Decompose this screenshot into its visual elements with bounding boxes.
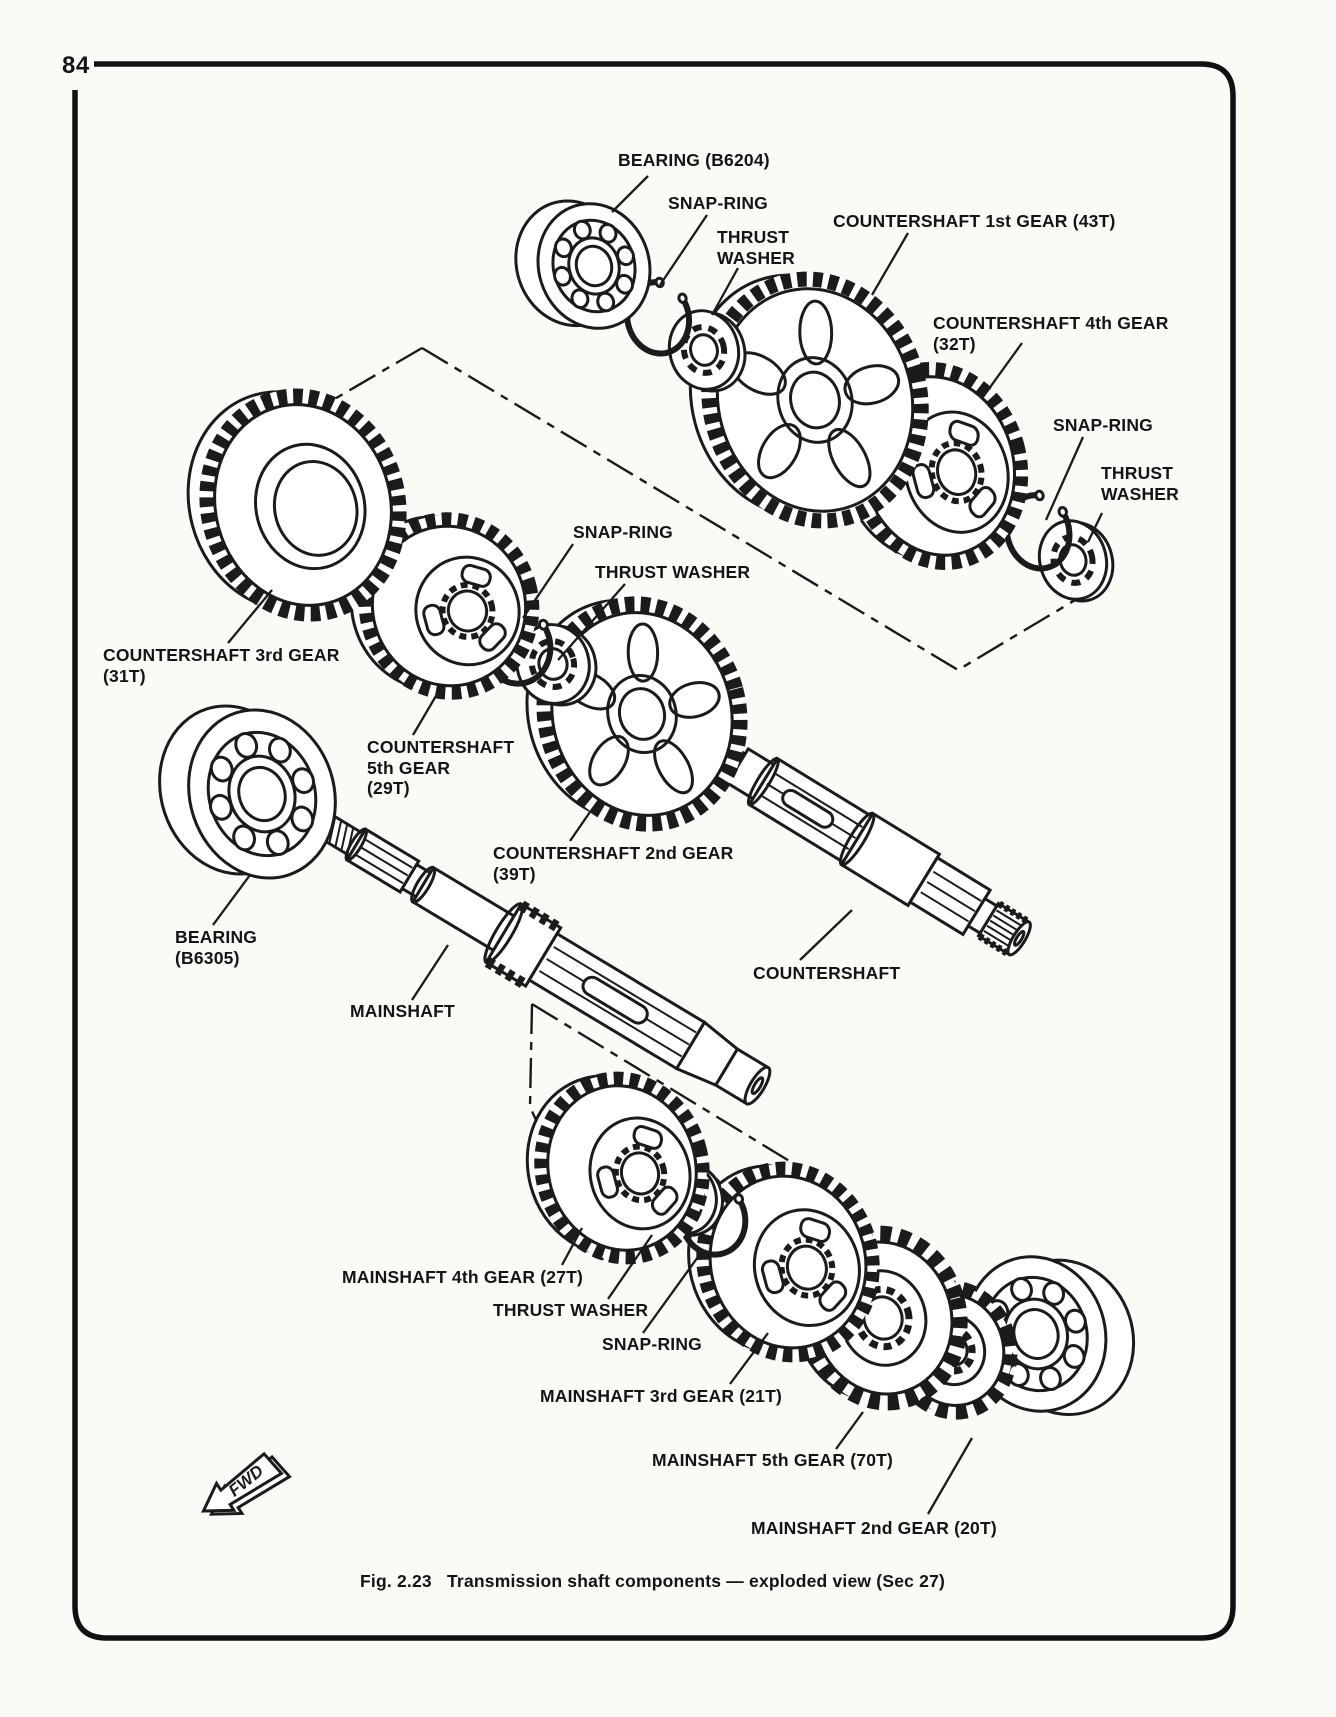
label-line: SNAP-RING — [668, 193, 768, 213]
label-line: THRUST WASHER — [493, 1300, 649, 1320]
leader-mainshaft-4th-gear — [560, 1227, 584, 1266]
label-mainshaft-3rd-gear: MAINSHAFT 3rd GEAR (21T) — [540, 1386, 782, 1407]
leader-thrust-washer-top — [710, 267, 740, 316]
label-line: WASHER — [1101, 483, 1180, 504]
leader-countershaft-1st-gear — [871, 232, 909, 296]
leader-countershaft — [799, 909, 853, 961]
leader-countershaft-5th-gear — [412, 683, 444, 736]
leader-bearing-b6305 — [212, 874, 251, 926]
label-line: (31T) — [103, 665, 146, 686]
label-line: BEARING — [175, 927, 258, 947]
leader-snap-ring-top — [659, 214, 708, 286]
label-line: COUNTERSHAFT 3rd GEAR — [103, 645, 340, 665]
label-line: THRUST — [717, 227, 790, 247]
leader-thrust-washer-mid — [557, 583, 626, 661]
leader-snap-ring-right — [1044, 436, 1085, 521]
label-snap-ring-top: SNAP-RING — [668, 193, 768, 214]
label-bearing-b6305: BEARING(B6305) — [175, 927, 257, 968]
label-thrust-washer-bottom: THRUST WASHER — [493, 1300, 648, 1321]
page-number: 84 — [62, 52, 90, 79]
label-line: COUNTERSHAFT — [367, 737, 515, 757]
label-countershaft-1st-gear: COUNTERSHAFT 1st GEAR (43T) — [833, 211, 1116, 232]
figure-caption: Fig. 2.23 Transmission shaft components … — [360, 1571, 946, 1591]
label-line: WASHER — [717, 247, 796, 268]
label-line: BEARING (B6204) — [618, 150, 770, 170]
leader-countershaft-2nd-gear — [569, 811, 591, 842]
label-line: SNAP-RING — [1053, 415, 1153, 435]
leader-thrust-washer-bottom — [607, 1234, 653, 1300]
label-line: SNAP-RING — [602, 1334, 702, 1354]
page-border — [72, 61, 1236, 1641]
label-line: MAINSHAFT 5th GEAR (70T) — [652, 1450, 894, 1470]
label-line: (B6305) — [175, 947, 240, 968]
label-line: COUNTERSHAFT 2nd GEAR — [493, 843, 734, 863]
label-mainshaft: MAINSHAFT — [350, 1001, 455, 1022]
label-line: MAINSHAFT 3rd GEAR (21T) — [540, 1386, 783, 1406]
label-line: COUNTERSHAFT — [753, 963, 901, 983]
leader-countershaft-4th-gear — [982, 342, 1023, 398]
label-line: COUNTERSHAFT 4th GEAR — [933, 313, 1169, 333]
label-line: COUNTERSHAFT 1st GEAR (43T) — [833, 211, 1116, 231]
label-line: MAINSHAFT — [350, 1001, 455, 1021]
leader-mainshaft-3rd-gear — [729, 1332, 769, 1385]
label-line: SNAP-RING — [573, 522, 673, 542]
leader-snap-ring-bottom — [642, 1249, 704, 1334]
leader-mainshaft-2nd-gear — [927, 1437, 973, 1515]
leader-thrust-washer-right — [1086, 512, 1104, 543]
label-line: (32T) — [933, 333, 976, 354]
label-line: MAINSHAFT 4th GEAR (27T) — [342, 1267, 584, 1287]
label-mainshaft-5th-gear: MAINSHAFT 5th GEAR (70T) — [652, 1450, 893, 1471]
label-countershaft-4th-gear: COUNTERSHAFT 4th GEAR(32T) — [933, 313, 1169, 354]
label-thrust-washer-mid: THRUST WASHER — [595, 562, 750, 583]
label-line: (29T) — [367, 778, 410, 798]
label-line: THRUST WASHER — [595, 562, 751, 582]
label-line: (39T) — [493, 863, 536, 884]
leader-lines — [212, 175, 1104, 1515]
label-bearing-b6204: BEARING (B6204) — [618, 150, 770, 171]
label-countershaft-3rd-gear: COUNTERSHAFT 3rd GEAR(31T) — [103, 645, 340, 686]
leader-countershaft-3rd-gear — [227, 589, 273, 644]
label-snap-ring-bottom: SNAP-RING — [602, 1334, 702, 1355]
leader-mainshaft-5th-gear — [835, 1411, 864, 1450]
leader-bearing-b6204 — [611, 175, 649, 213]
label-snap-ring-right: SNAP-RING — [1053, 415, 1153, 436]
fwd-arrow: FWD — [195, 1448, 293, 1530]
label-line: THRUST — [1101, 463, 1174, 483]
mainshaft-drawing — [301, 793, 781, 1119]
leader-snap-ring-mid — [522, 543, 574, 619]
leader-mainshaft — [411, 944, 449, 1001]
label-snap-ring-mid: SNAP-RING — [573, 522, 673, 543]
label-line: 5th GEAR — [367, 757, 451, 778]
label-line: MAINSHAFT 2nd GEAR (20T) — [751, 1518, 997, 1538]
label-mainshaft-4th-gear: MAINSHAFT 4th GEAR (27T) — [342, 1267, 583, 1288]
label-countershaft-2nd-gear: COUNTERSHAFT 2nd GEAR(39T) — [493, 843, 733, 884]
label-countershaft: COUNTERSHAFT — [753, 963, 900, 984]
label-mainshaft-2nd-gear: MAINSHAFT 2nd GEAR (20T) — [751, 1518, 997, 1539]
